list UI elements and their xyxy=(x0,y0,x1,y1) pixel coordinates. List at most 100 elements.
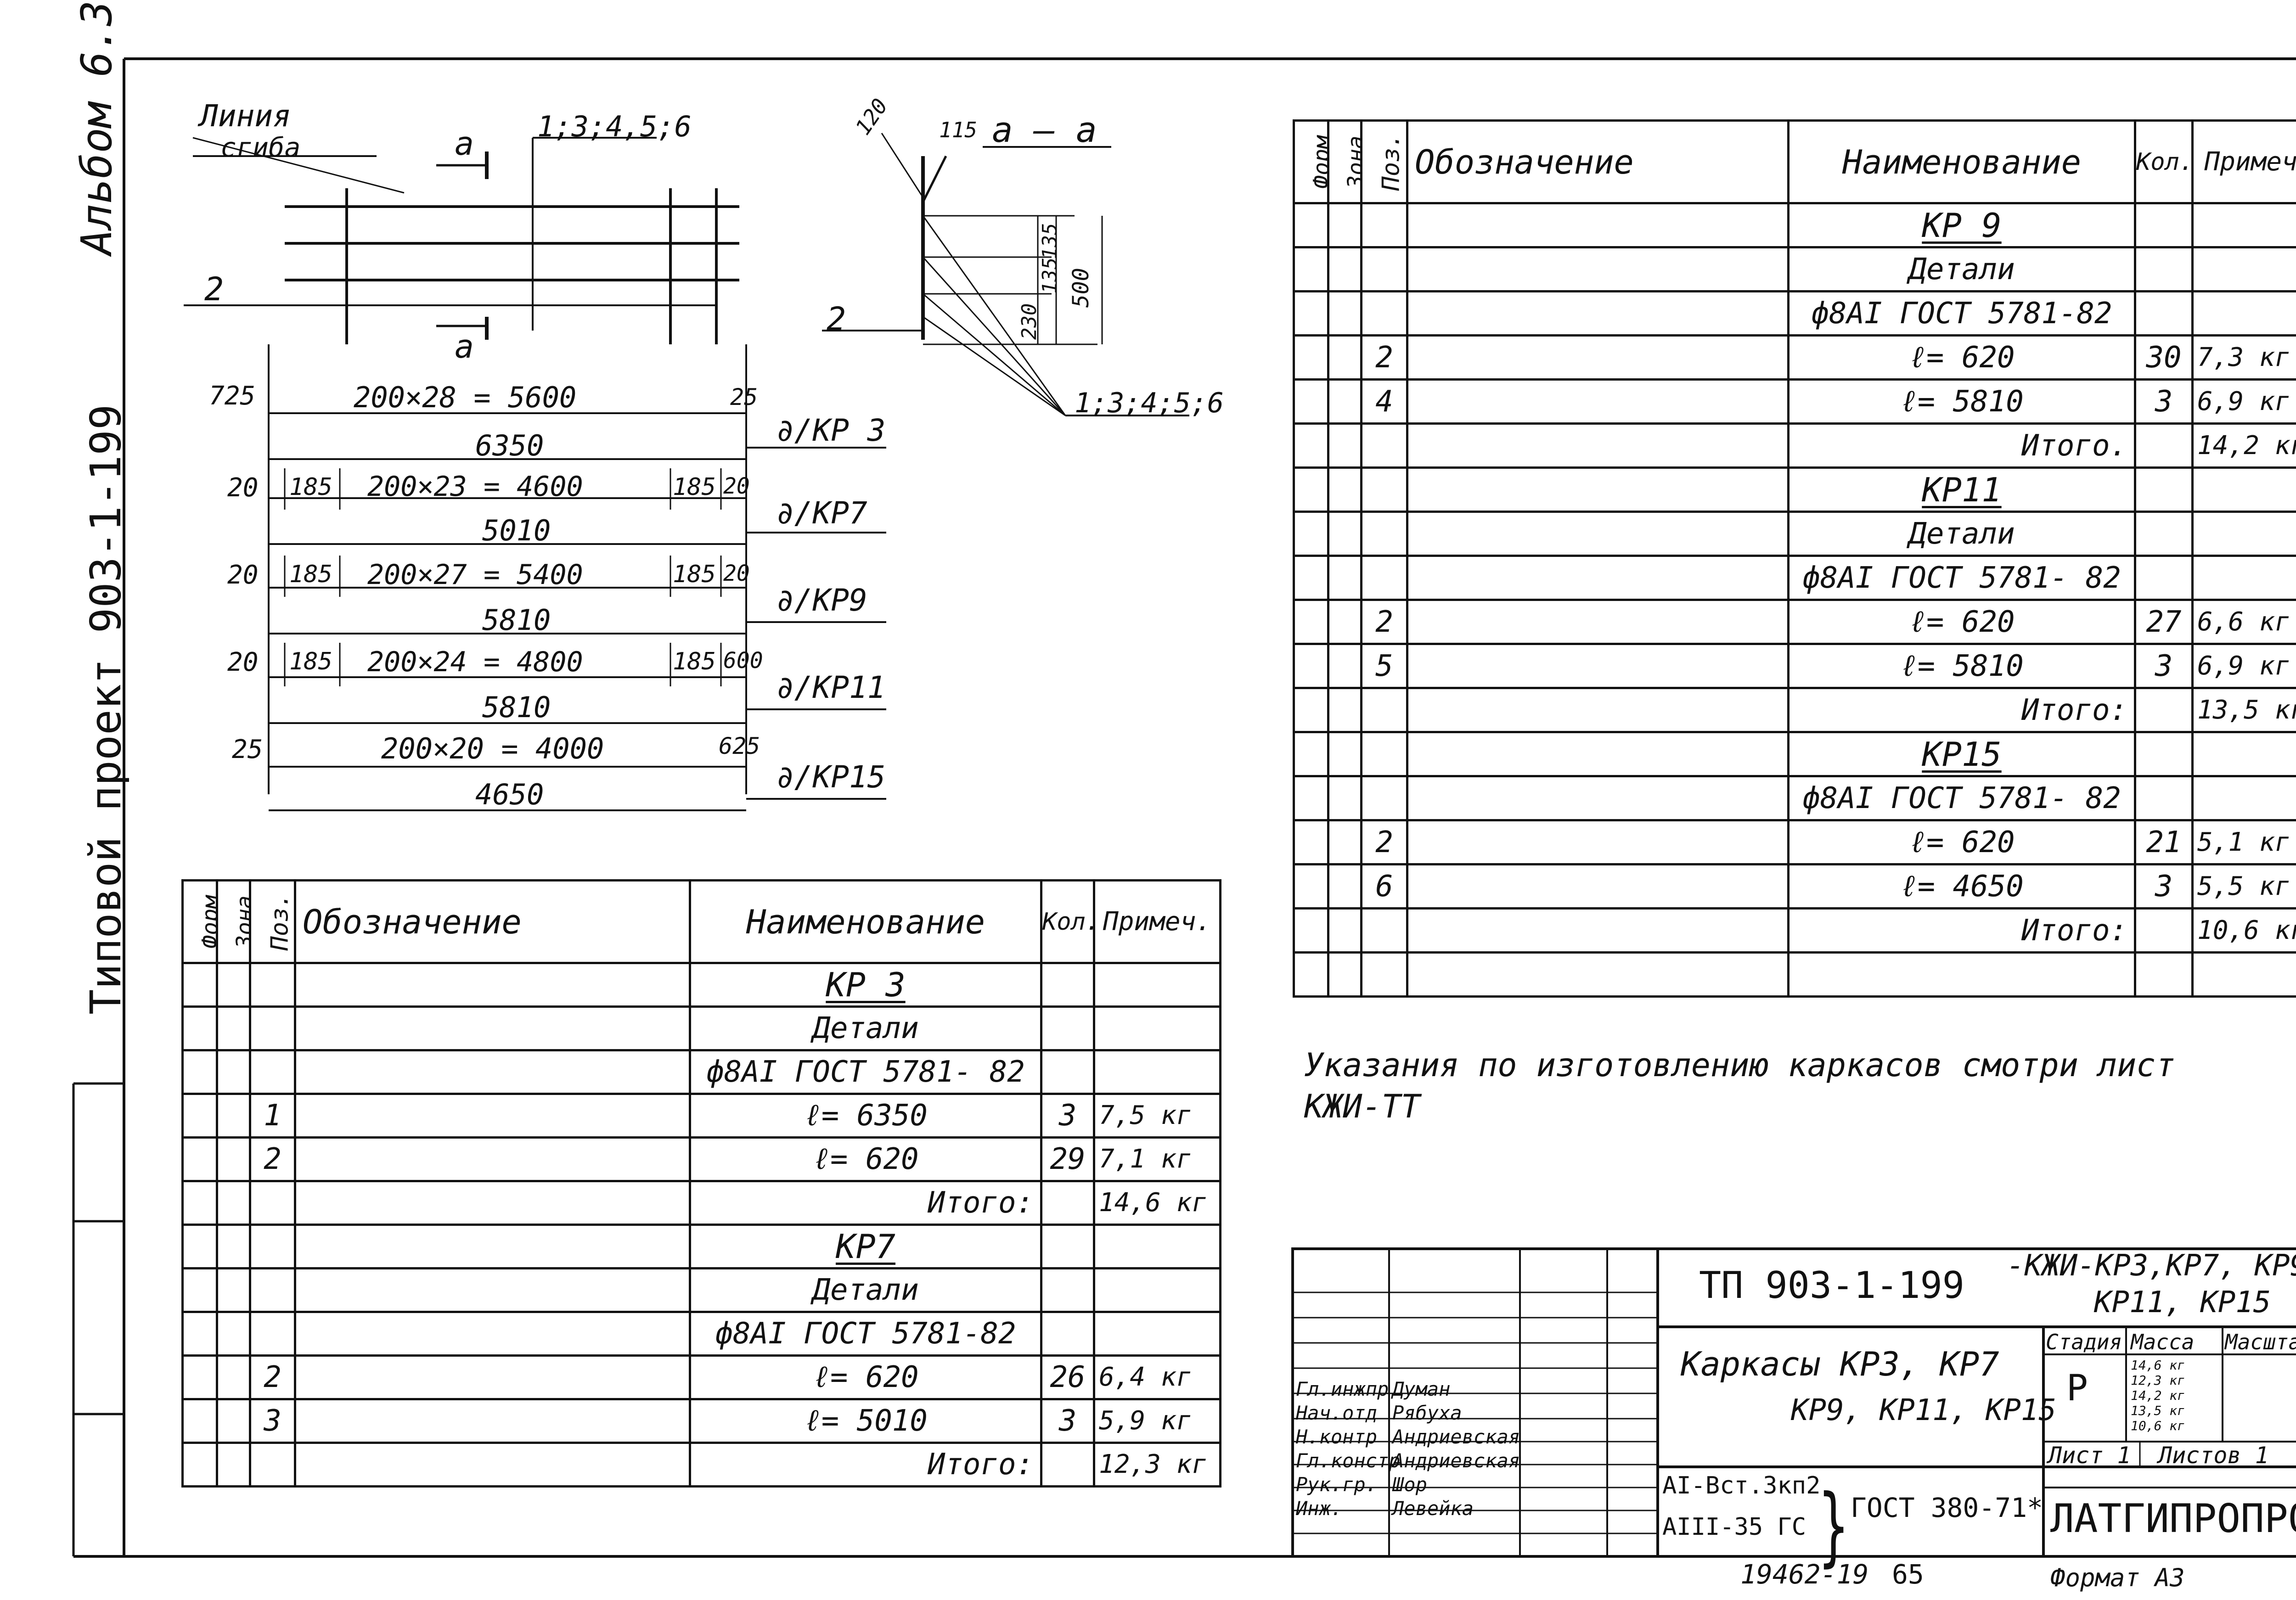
position-2-label: 2 xyxy=(204,270,224,308)
cell-note: 7,5 кг xyxy=(1093,1093,1221,1139)
row4-right-small: 600 xyxy=(723,648,763,674)
row1-total: 6350 xyxy=(475,429,544,462)
sheet-code-2: КР11, КР15 xyxy=(2094,1286,2271,1319)
header-note: Примеч. xyxy=(1093,879,1221,964)
cell-qty xyxy=(2134,202,2194,248)
cell-note: 10,6 кг xyxy=(2191,907,2296,954)
table-row xyxy=(1293,951,2296,998)
cell-form xyxy=(1293,599,1329,645)
section-positions: 1;3;4;5;6 xyxy=(1075,387,1224,419)
cell-qty xyxy=(2134,951,2194,998)
cell-pos: 2 xyxy=(249,1354,296,1400)
table-row: Детали xyxy=(1293,511,2296,557)
table-row: КР 3 xyxy=(181,962,1221,1008)
cell-note xyxy=(2191,466,2296,513)
cell-designation xyxy=(294,1049,691,1095)
cell-form xyxy=(1293,290,1329,337)
cell-form xyxy=(181,1180,218,1226)
row2-rseg: 185 xyxy=(673,473,716,501)
right-table-header: Форм Зона Поз. Обозначение Наименование … xyxy=(1293,119,2296,204)
cell-name: Детали xyxy=(1787,511,2136,557)
cell-form xyxy=(1293,246,1329,292)
cell-note xyxy=(2191,290,2296,337)
cell-note: 7,3 кг xyxy=(2191,334,2296,381)
cell-zone xyxy=(216,1267,251,1313)
cell-form xyxy=(1293,775,1329,821)
row3-left: 20 xyxy=(227,560,259,590)
cell-qty: 3 xyxy=(2134,643,2194,689)
cell-name: Детали xyxy=(689,1005,1042,1051)
cell-qty xyxy=(2134,246,2194,292)
cell-zone xyxy=(216,1180,251,1226)
header-qty: Кол. xyxy=(2134,119,2194,204)
cell-pos xyxy=(249,1224,296,1269)
format-label: Формат А3 xyxy=(2050,1563,2185,1592)
cell-form xyxy=(181,1005,218,1051)
cell-name: КР 9 xyxy=(1787,202,2136,248)
row5-total: 4650 xyxy=(475,778,544,811)
header-designation: Обозначение xyxy=(294,879,691,964)
cell-pos: 2 xyxy=(249,1136,296,1182)
cell-pos: 2 xyxy=(1360,819,1408,865)
row5-right-small: 625 xyxy=(719,733,760,759)
cell-designation xyxy=(1406,863,1790,909)
mass-3: 14,2 кг xyxy=(2131,1388,2185,1403)
table-row: ф8АI ГОСТ 5781- 82 xyxy=(1293,775,2296,821)
cell-form xyxy=(1293,511,1329,557)
cell-zone xyxy=(1327,951,1362,998)
cell-note xyxy=(1093,1311,1221,1357)
cell-pos xyxy=(1360,466,1408,513)
cell-pos: 1 xyxy=(249,1093,296,1139)
cell-zone xyxy=(1327,246,1362,292)
table-row: Детали xyxy=(181,1267,1221,1313)
cell-name: Итого: xyxy=(689,1180,1042,1226)
cell-note xyxy=(1093,962,1221,1008)
table-row: КР11 xyxy=(1293,466,2296,513)
cell-note: 6,9 кг xyxy=(2191,378,2296,425)
cell-qty xyxy=(2134,466,2194,513)
left-spec-table: Форм Зона Поз. Обозначение Наименование … xyxy=(181,879,1221,1488)
row5-label: ∂/КР15 xyxy=(776,759,886,795)
table-row: КР15 xyxy=(1293,731,2296,777)
cell-zone xyxy=(1327,422,1362,469)
cell-note: 6,9 кг xyxy=(2191,643,2296,689)
left-table-header: Форм Зона Поз. Обозначение Наименование … xyxy=(181,879,1221,964)
section-mark-bottom: а xyxy=(455,328,474,365)
cell-pos xyxy=(1360,290,1408,337)
dim-230: 230 xyxy=(1018,303,1041,340)
row2-top: 200×23 = 4600 xyxy=(367,471,583,503)
organization: ЛАТГИПРОПРОМ xyxy=(2050,1496,2296,1542)
row3-top: 200×27 = 5400 xyxy=(367,559,583,591)
cell-designation xyxy=(1406,511,1790,557)
cell-zone xyxy=(216,1093,251,1139)
cell-pos: 2 xyxy=(1360,599,1408,645)
cell-note: 14,2 кг xyxy=(2191,422,2296,469)
cell-form xyxy=(181,1093,218,1139)
cell-designation xyxy=(1406,466,1790,513)
cell-name: ℓ= 620 xyxy=(689,1354,1042,1400)
cell-note: 7,1 кг xyxy=(1093,1136,1221,1182)
row4-top: 200×24 = 4800 xyxy=(367,646,583,678)
cell-name: ℓ= 5010 xyxy=(689,1398,1042,1444)
cell-note: 5,5 кг xyxy=(2191,863,2296,909)
row5-top: 200×20 = 4000 xyxy=(381,732,604,765)
cell-qty: 30 xyxy=(2134,334,2194,381)
staff-role: Нач.отд xyxy=(1296,1402,1378,1424)
cell-designation xyxy=(1406,599,1790,645)
cell-qty xyxy=(1040,1180,1095,1226)
instructions-line-1: Указания по изготовлению каркасов смотри… xyxy=(1304,1046,2175,1084)
cell-designation xyxy=(1406,290,1790,337)
steel-gost: ГОСТ 380-71* xyxy=(1851,1492,2043,1523)
cell-zone xyxy=(1327,555,1362,601)
header-zone: Зона xyxy=(216,879,251,964)
header-form: Форм xyxy=(181,879,218,964)
cell-name: ℓ= 620 xyxy=(689,1136,1042,1182)
sheets-total: Листов 1 xyxy=(2158,1442,2269,1469)
cell-qty xyxy=(1040,962,1095,1008)
cell-zone xyxy=(216,1354,251,1400)
